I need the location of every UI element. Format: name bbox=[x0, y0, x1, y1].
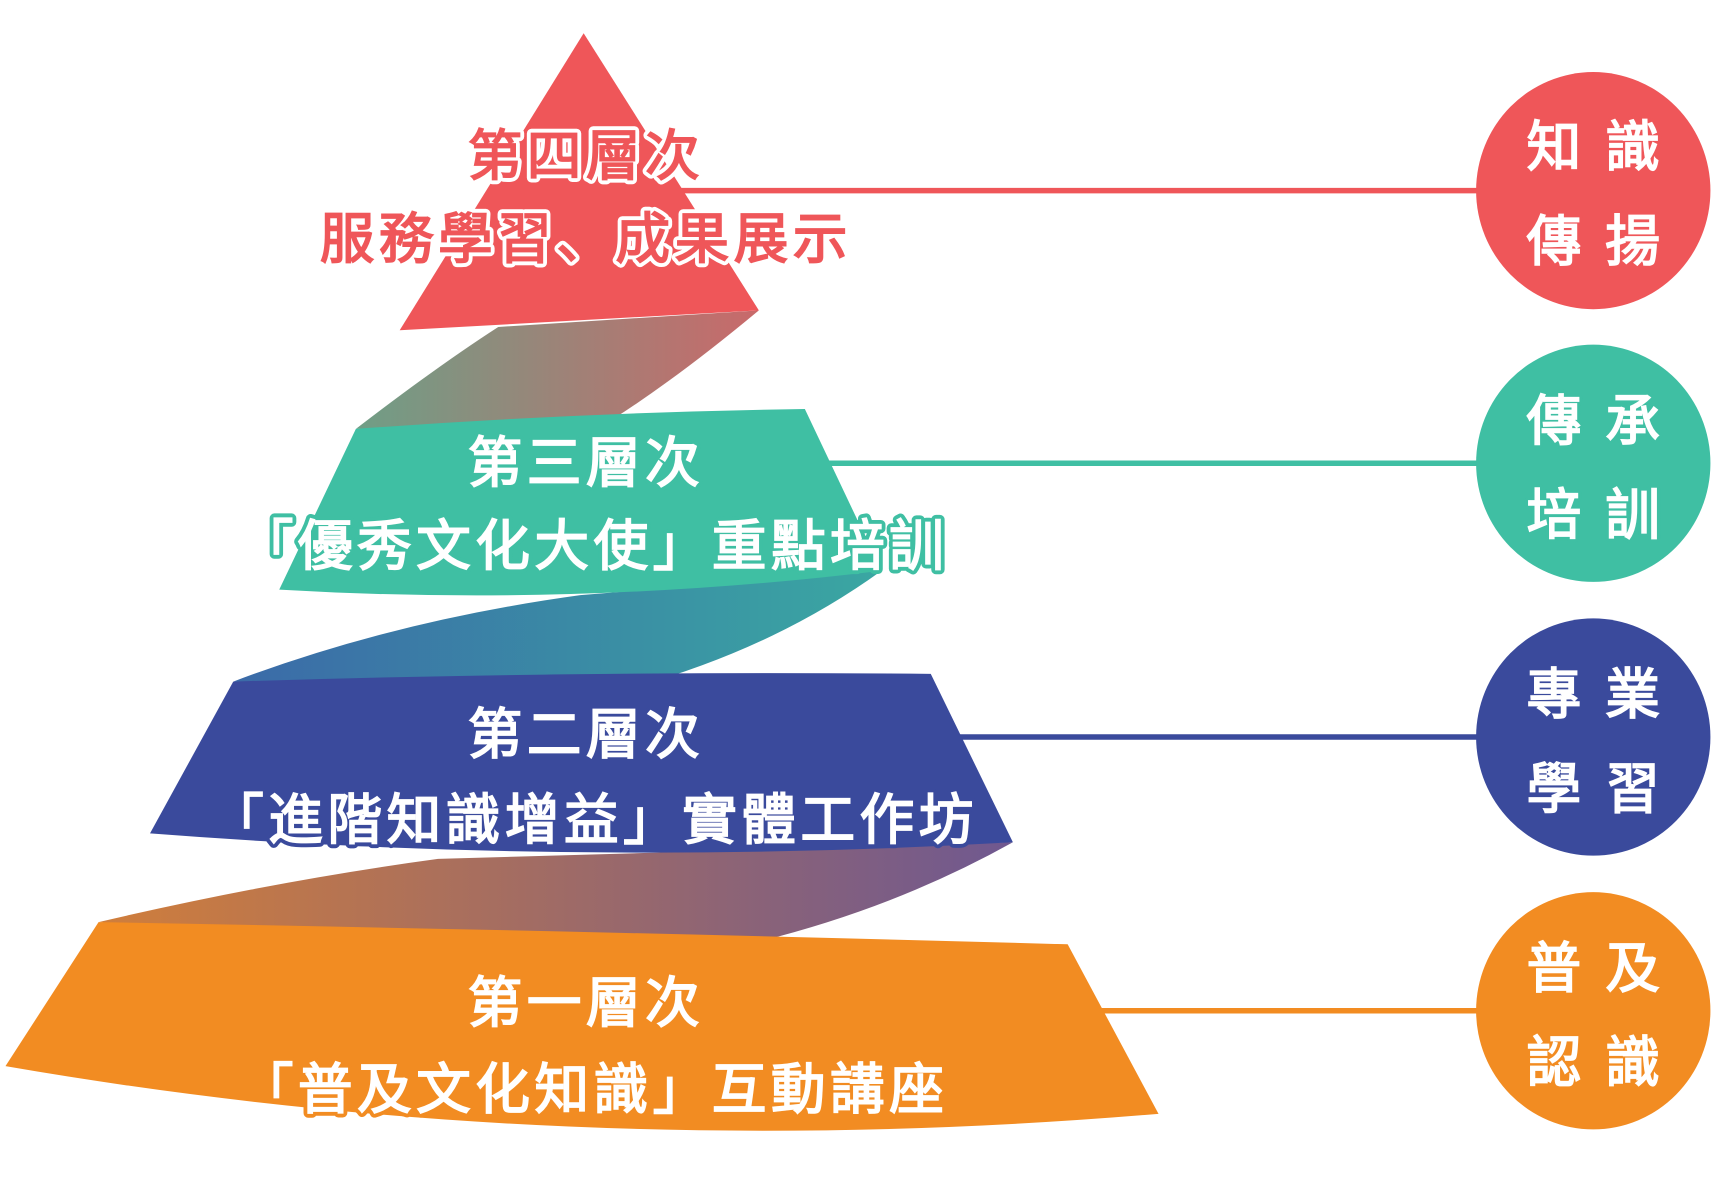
tier2-title: 第二層次 bbox=[468, 702, 705, 766]
tier1-title: 第一層次 bbox=[468, 971, 705, 1035]
tier2-badge-circle bbox=[1476, 618, 1711, 856]
tier4-title: 第四層次 bbox=[468, 124, 705, 188]
ribbon-band-3-2 bbox=[233, 570, 882, 693]
tier2-band bbox=[150, 673, 1013, 853]
tier3-badge-line1: 傳承 bbox=[1525, 389, 1684, 453]
tier3-band bbox=[279, 408, 882, 596]
ribbon-band-4-3 bbox=[355, 310, 759, 429]
tier3-subtitle: 「優秀文化大使」重點培訓 bbox=[239, 514, 949, 578]
tier2-badge-line1: 專業 bbox=[1526, 662, 1684, 726]
tier3-title: 第三層次 bbox=[468, 431, 705, 495]
tier3-badge-circle bbox=[1476, 344, 1711, 582]
tier1-badge-circle bbox=[1476, 892, 1711, 1130]
tier1-band bbox=[5, 922, 1159, 1131]
tier2-subtitle: 「進階知識增益」實體工作坊 bbox=[209, 788, 978, 852]
tier4-badge-line1: 知識 bbox=[1526, 115, 1684, 179]
tier1-subtitle: 「普及文化知識」互動講座 bbox=[239, 1057, 949, 1121]
tier4-badge-circle bbox=[1476, 72, 1711, 310]
tier1-badge-line2: 認識 bbox=[1526, 1030, 1684, 1094]
tier4-badge-line2: 傳揚 bbox=[1525, 209, 1684, 273]
tier3-badge-line2: 培訓 bbox=[1526, 483, 1684, 547]
tier4-subtitle: 服務學習、成果展示 bbox=[320, 207, 852, 271]
tier2-badge-line2: 學習 bbox=[1526, 757, 1684, 821]
tier1-badge-line1: 普及 bbox=[1526, 936, 1684, 1000]
tier4-triangle bbox=[399, 33, 759, 331]
